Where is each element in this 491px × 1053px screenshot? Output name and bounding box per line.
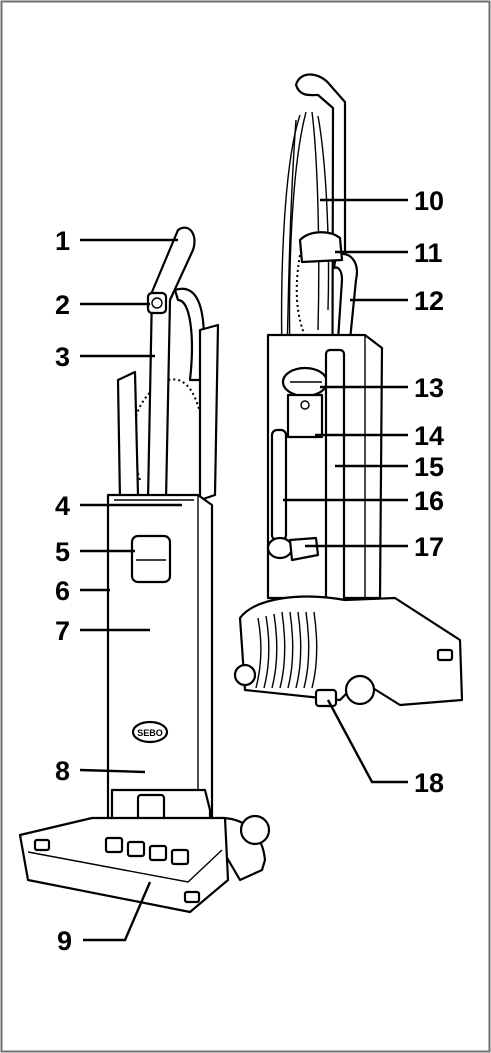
callout-18: 18 [414,768,444,798]
leader-lines [79,198,408,942]
callout-16: 16 [414,486,444,516]
rear-vacuum-illustration [233,73,464,708]
front-vacuum-illustration: SEBO [18,226,271,914]
callout-4: 4 [55,491,70,521]
callout-6: 6 [55,576,70,606]
callout-11: 11 [414,238,443,268]
callout-8: 8 [55,756,70,786]
callout-15: 15 [414,452,444,482]
callout-5: 5 [55,537,70,567]
callout-labels: 1 2 3 4 5 6 7 8 9 10 11 12 13 14 15 16 1… [55,186,444,956]
callout-7: 7 [55,616,70,646]
callout-14: 14 [414,421,444,451]
callout-12: 12 [414,286,444,316]
callout-13: 13 [414,373,444,403]
callout-2: 2 [55,290,70,320]
callout-17: 17 [414,532,444,562]
brand-badge: SEBO [137,728,163,738]
callout-9: 9 [57,926,72,956]
callout-10: 10 [414,186,444,216]
callout-1: 1 [55,226,70,256]
callout-3: 3 [55,342,70,372]
